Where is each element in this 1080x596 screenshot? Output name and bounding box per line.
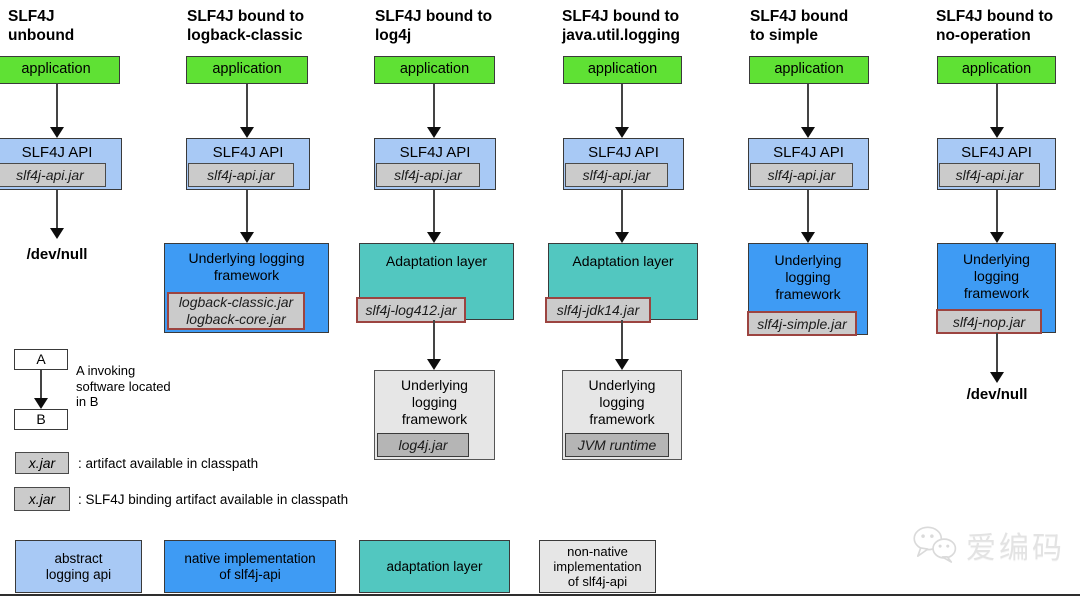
application-box: application: [563, 56, 682, 84]
artifact-jar-sample: x.jar: [15, 452, 69, 474]
underlying-framework-box: Underlying logging framework log4j.jar: [374, 370, 495, 460]
arrow-down: [240, 84, 254, 138]
binding-jar: slf4j-log412.jar: [356, 297, 466, 323]
arrow-down: [990, 84, 1004, 138]
slf4j-api-jar: slf4j-api.jar: [565, 163, 668, 187]
arrow-down: [801, 190, 815, 243]
dev-null-label: /dev/null: [26, 246, 88, 263]
arrow-down: [615, 84, 629, 138]
watermark: 爱编码: [912, 523, 1065, 567]
framework-label: Underlying logging framework: [188, 250, 305, 283]
key-abstract-logging-api: abstract logging api: [15, 540, 142, 593]
column-title: SLF4J bound to java.util.logging: [562, 8, 680, 44]
underlying-framework-box: Underlying logging framework slf4j-simpl…: [747, 243, 868, 336]
slf4j-api-box: SLF4J API slf4j-api.jar: [186, 138, 310, 190]
framework-jar: log4j.jar: [377, 433, 469, 457]
adaptation-label: Adaptation layer: [385, 253, 488, 269]
arrow-down: [50, 190, 64, 239]
legend-a-box: A: [14, 349, 68, 370]
slf4j-api-label: SLF4J API: [212, 144, 284, 161]
adaptation-layer-box: Adaptation layer slf4j-jdk14.jar: [545, 243, 698, 323]
key-native-implementation: native implementation of slf4j-api: [164, 540, 336, 593]
arrow-down: [990, 190, 1004, 243]
column-title: SLF4J bound to log4j: [375, 8, 493, 44]
legend-b-box: B: [14, 409, 68, 430]
framework-label: Underlying logging framework: [774, 252, 842, 302]
application-box: application: [937, 56, 1056, 84]
watermark-text: 爱编码: [966, 532, 1065, 565]
wechat-icon: [913, 526, 957, 563]
slf4j-api-box: SLF4J API slf4j-api.jar: [748, 138, 869, 190]
column-title: SLF4J unbound: [8, 8, 75, 44]
slf4j-api-box: SLF4J API slf4j-api.jar: [374, 138, 496, 190]
binding-jar: slf4j-simple.jar: [747, 311, 857, 336]
slf4j-api-jar: slf4j-api.jar: [0, 163, 106, 187]
key-nonnative-implementation: non-native implementation of slf4j-api: [539, 540, 656, 593]
arrow-down: [427, 190, 441, 243]
slf4j-api-jar: slf4j-api.jar: [376, 163, 480, 187]
arrow-down: [427, 320, 441, 370]
arrow-down: [615, 190, 629, 243]
application-box: application: [374, 56, 495, 84]
bottom-divider: [0, 593, 1080, 596]
slf4j-api-box: SLF4J API slf4j-api.jar: [0, 138, 122, 190]
arrow-down: [427, 84, 441, 138]
slf4j-api-jar: slf4j-api.jar: [188, 163, 294, 187]
slf4j-api-label: SLF4J API: [773, 144, 844, 161]
slf4j-api-box: SLF4J API slf4j-api.jar: [563, 138, 684, 190]
application-box: application: [0, 56, 120, 84]
framework-label: Underlying logging framework: [588, 377, 656, 427]
binding-caption: : SLF4J binding artifact available in cl…: [78, 492, 349, 507]
column-title: SLF4J bound to simple: [750, 8, 849, 44]
slf4j-api-label: SLF4J API: [21, 144, 93, 161]
binding-jar: logback-classic.jar logback-core.jar: [167, 292, 305, 330]
slf4j-api-box: SLF4J API slf4j-api.jar: [937, 138, 1056, 190]
slf4j-api-label: SLF4J API: [588, 144, 659, 161]
slf4j-api-label: SLF4J API: [961, 144, 1032, 161]
arrow-down: [50, 84, 64, 138]
arrow-down: [34, 370, 48, 409]
column-title: SLF4J bound to logback-classic: [187, 8, 305, 44]
framework-label: Underlying logging framework: [963, 251, 1030, 301]
slf4j-api-label: SLF4J API: [399, 144, 471, 161]
dev-null-label: /dev/null: [966, 386, 1028, 403]
underlying-framework-box: Underlying logging framework logback-cla…: [164, 243, 329, 333]
adaptation-layer-box: Adaptation layer slf4j-log412.jar: [356, 243, 514, 323]
arrow-down: [990, 333, 1004, 383]
binding-jar: slf4j-nop.jar: [936, 309, 1042, 334]
application-box: application: [749, 56, 869, 84]
column-title: SLF4J bound to no-operation: [936, 8, 1054, 44]
arrow-down: [240, 190, 254, 243]
slf4j-api-jar: slf4j-api.jar: [939, 163, 1040, 187]
adaptation-label: Adaptation layer: [572, 253, 674, 269]
slf4j-api-jar: slf4j-api.jar: [750, 163, 853, 187]
arrow-down: [615, 320, 629, 370]
application-box: application: [186, 56, 308, 84]
binding-jar: slf4j-jdk14.jar: [545, 297, 651, 323]
framework-jar: JVM runtime: [565, 433, 669, 457]
key-adaptation-layer: adaptation layer: [359, 540, 510, 593]
arrow-down: [801, 84, 815, 138]
artifact-caption: : artifact available in classpath: [78, 456, 259, 471]
underlying-framework-box: Underlying logging framework JVM runtime: [562, 370, 682, 460]
framework-label: Underlying logging framework: [401, 377, 468, 427]
binding-jar-sample: x.jar: [14, 487, 70, 511]
legend-invocation-caption: A invoking software located in B: [76, 363, 171, 409]
underlying-framework-box: Underlying logging framework slf4j-nop.j…: [936, 243, 1056, 334]
